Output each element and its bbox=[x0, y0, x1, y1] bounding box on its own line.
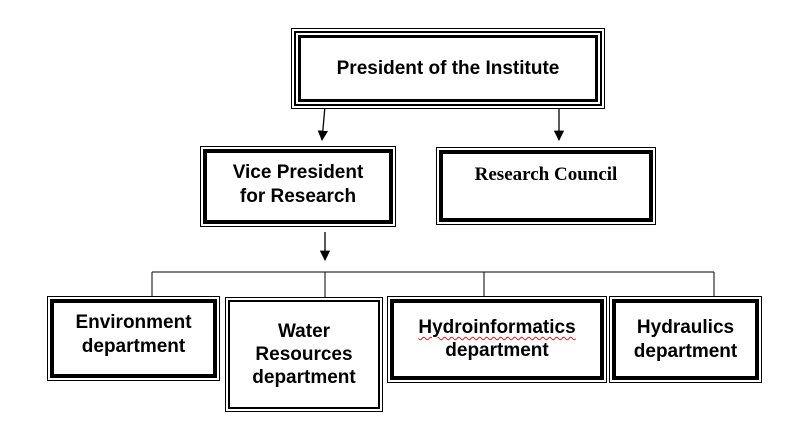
environment-line-2: department bbox=[81, 335, 186, 357]
hydroinformatics-department-box: Hydroinformatics department bbox=[390, 299, 604, 380]
research-council-box: Research Council bbox=[439, 150, 653, 222]
vice-president-label: Vice President for Research bbox=[233, 161, 364, 207]
hydraulics-line-2: department bbox=[633, 340, 738, 362]
hydraulics-department-label: Hydraulics department bbox=[634, 316, 737, 362]
hydraulics-department-box: Hydraulics department bbox=[612, 299, 759, 380]
vice-president-line-1: Vice President bbox=[232, 162, 364, 184]
water-resources-department-box: Water Resources department bbox=[228, 300, 380, 409]
vice-president-line-2: for Research bbox=[239, 185, 357, 207]
environment-line-1: Environment bbox=[75, 312, 192, 334]
water-resources-line-3: department bbox=[252, 367, 356, 389]
president-label: President of the Institute bbox=[336, 57, 560, 79]
arrow-president-to-vice-president bbox=[317, 94, 329, 142]
hydroinformatics-line-2: department bbox=[445, 340, 549, 362]
environment-department-label: Environment department bbox=[75, 311, 191, 357]
hydroinformatics-line-1: Hydroinformatics bbox=[418, 317, 576, 338]
water-resources-department-label: Water Resources department bbox=[252, 320, 355, 390]
water-resources-line-1: Water bbox=[277, 320, 331, 342]
environment-department-box: Environment department bbox=[50, 299, 217, 378]
hydroinformatics-department-label: Hydroinformatics department bbox=[418, 316, 575, 362]
research-council-label: Research Council bbox=[474, 164, 618, 185]
hydraulics-line-1: Hydraulics bbox=[636, 317, 735, 339]
water-resources-line-2: Resources bbox=[255, 343, 353, 365]
president-box: President of the Institute bbox=[298, 35, 598, 102]
vice-president-box: Vice President for Research bbox=[203, 149, 393, 224]
